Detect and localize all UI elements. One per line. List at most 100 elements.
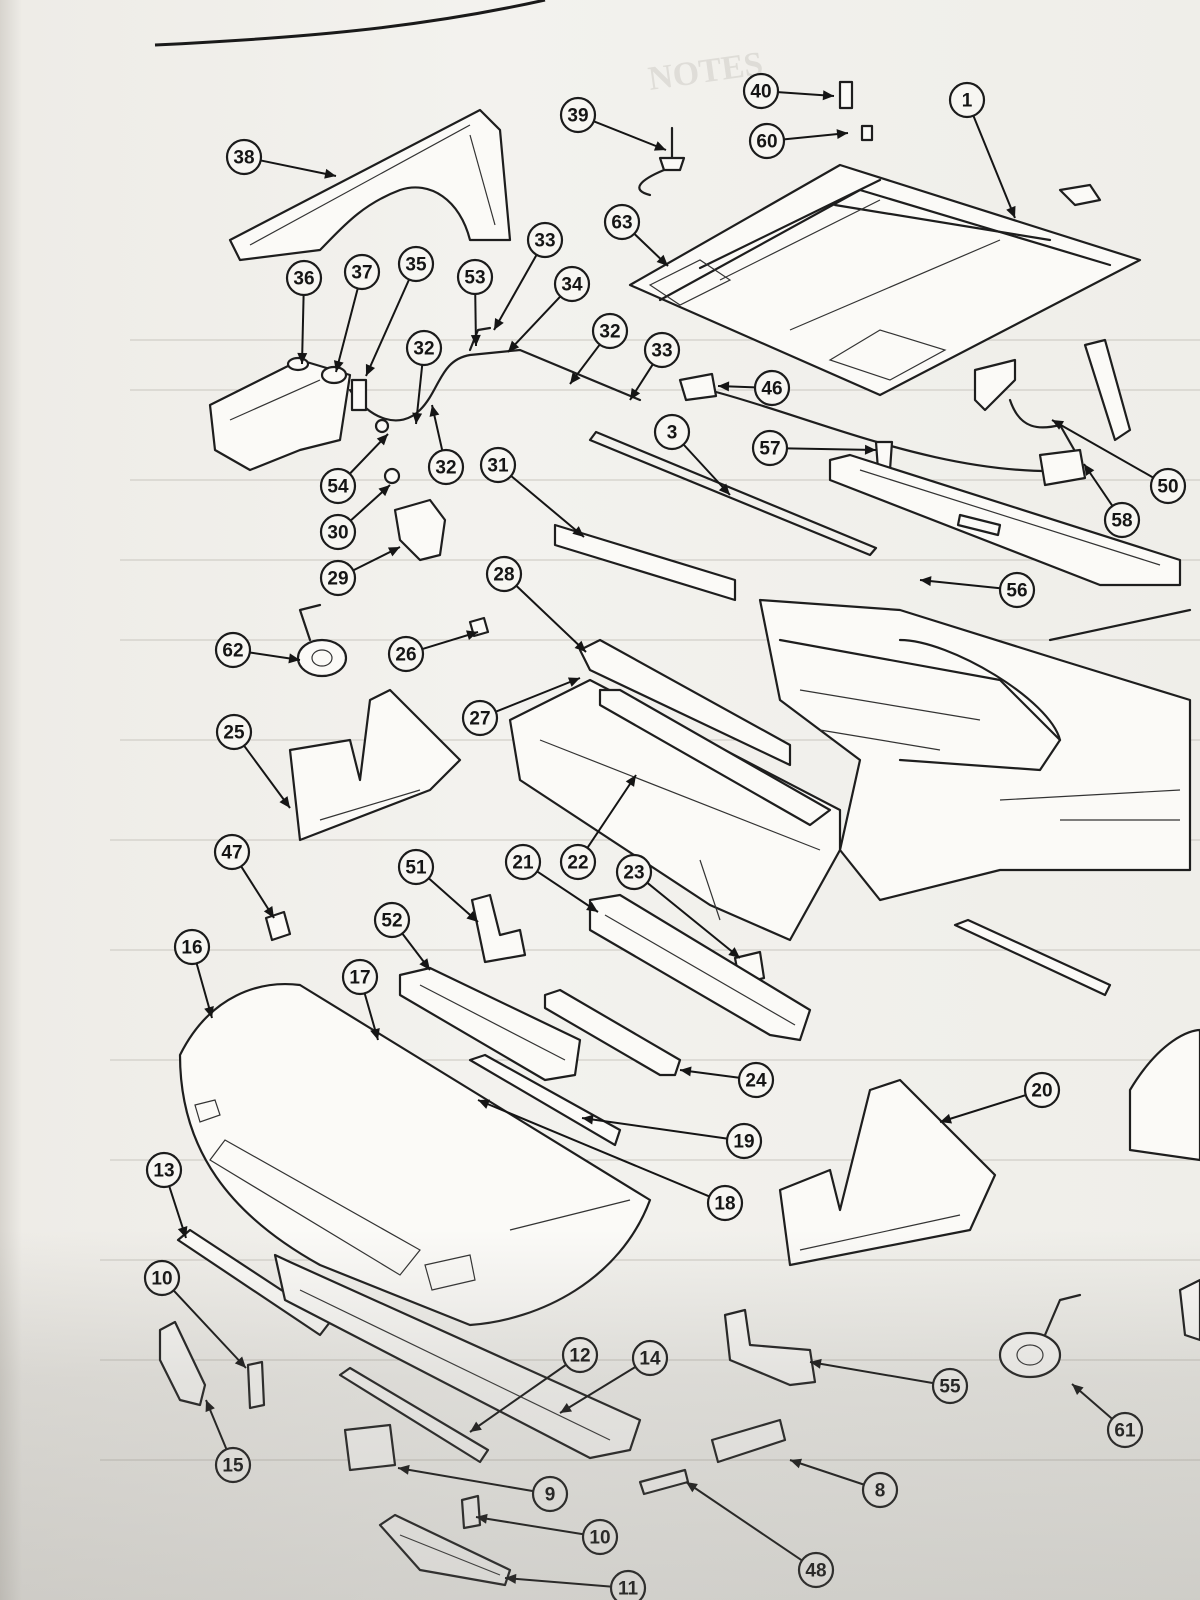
callout-circle	[753, 369, 791, 407]
leader-arrowhead	[324, 168, 336, 179]
callout-number: 54	[327, 477, 349, 498]
leader-arrowhead	[234, 1356, 246, 1368]
callout-number: 36	[293, 269, 314, 290]
callout-number: 11	[618, 1579, 639, 1600]
callout-10: 10	[143, 1259, 247, 1369]
callout-50: 50	[1051, 419, 1187, 505]
callout-48: 48	[685, 1481, 835, 1589]
leader-line	[685, 1481, 803, 1562]
leader-line	[477, 1099, 710, 1198]
callout-number: 24	[745, 1071, 767, 1092]
radiator-support	[508, 523, 842, 942]
hood-release-cable	[678, 372, 1082, 473]
callout-circle	[461, 699, 499, 737]
leader-arrowhead	[940, 1113, 952, 1124]
grommet-30	[383, 467, 401, 485]
leader-arrowhead	[790, 1458, 803, 1469]
callout-number: 38	[233, 148, 254, 169]
callout-31: 31	[479, 446, 585, 538]
callout-number: 1	[962, 91, 973, 112]
leader-arrowhead	[570, 372, 581, 384]
callout-number: 14	[639, 1349, 661, 1370]
callout-number: 20	[1031, 1081, 1052, 1102]
leader-line	[260, 159, 337, 177]
cowl-seal	[588, 430, 878, 557]
callout-61: 61	[1071, 1383, 1144, 1449]
air-dam-14	[273, 1253, 642, 1460]
harness	[1008, 398, 1087, 487]
leader-arrowhead	[288, 653, 300, 664]
callout-26: 26	[387, 630, 479, 673]
leader-arrowhead	[370, 1028, 380, 1040]
leader-arrowhead	[387, 547, 400, 557]
leader-line	[809, 1361, 934, 1385]
leader-line	[972, 115, 1016, 219]
callout-circle	[319, 513, 357, 551]
callout-circle	[1023, 1071, 1061, 1109]
bracket-partial	[1178, 1278, 1200, 1342]
horn-left	[296, 603, 348, 678]
callout-number: 46	[761, 379, 782, 400]
bracket-55	[723, 1308, 817, 1387]
callout-circle	[479, 446, 517, 484]
callout-46: 46	[717, 369, 791, 407]
callout-number: 32	[435, 458, 456, 479]
leader-arrowhead	[656, 254, 668, 266]
bracket-29	[393, 498, 447, 562]
callout-circle	[581, 1518, 619, 1556]
callout-circle	[319, 559, 357, 597]
leader-arrowhead	[297, 352, 308, 364]
callout-number: 52	[381, 911, 402, 932]
callout-number: 62	[222, 641, 243, 662]
leader-line	[515, 584, 587, 653]
callout-number: 8	[875, 1481, 886, 1502]
callout-32: 32	[427, 404, 465, 486]
hinge-brackets	[973, 183, 1132, 442]
callout-number: 25	[223, 723, 245, 744]
callout-number: 32	[413, 339, 434, 360]
leader-arrowhead	[429, 405, 440, 417]
callout-32: 32	[405, 329, 443, 425]
callout-circle	[706, 1184, 744, 1222]
callout-29: 29	[319, 546, 401, 597]
callout-number: 34	[561, 275, 583, 296]
callout-number: 21	[512, 853, 534, 874]
callout-circle	[373, 901, 411, 939]
callout-62: 62	[214, 631, 301, 669]
callout-number: 9	[545, 1485, 556, 1506]
splash-shield-right	[778, 1078, 997, 1267]
leader-arrowhead	[574, 640, 586, 652]
lamp-8	[710, 1418, 787, 1464]
leader-line	[493, 254, 538, 331]
callout-circle	[615, 853, 653, 891]
callout-number: 33	[534, 231, 555, 252]
callout-60: 60	[748, 122, 849, 160]
leader-line	[559, 1366, 637, 1414]
leader-arrowhead	[494, 317, 504, 330]
callout-circle	[1103, 501, 1141, 539]
callout-number: 60	[756, 132, 777, 153]
bracket-10a	[246, 1360, 266, 1410]
callout-circle	[603, 203, 641, 241]
callout-22: 22	[559, 774, 637, 881]
callout-circle	[631, 1339, 669, 1377]
leader-line	[504, 1577, 612, 1588]
leader-line	[593, 120, 667, 151]
callout-54: 54	[319, 433, 389, 505]
callout-number: 51	[405, 858, 427, 879]
callout-63: 63	[603, 203, 669, 267]
callout-circle	[504, 843, 542, 881]
callout-3: 3	[653, 413, 731, 496]
callout-circle	[387, 635, 425, 673]
leader-line	[586, 774, 637, 849]
callout-37: 37	[333, 253, 381, 373]
callout-circle	[215, 713, 253, 751]
callout-circle	[797, 1551, 835, 1589]
callout-number: 16	[181, 938, 202, 959]
callout-57: 57	[751, 429, 877, 467]
callout-32: 32	[569, 312, 629, 385]
callout-circle	[643, 331, 681, 369]
leader-line	[365, 279, 410, 377]
leader-arrowhead	[1052, 420, 1065, 430]
callout-circle	[485, 555, 523, 593]
